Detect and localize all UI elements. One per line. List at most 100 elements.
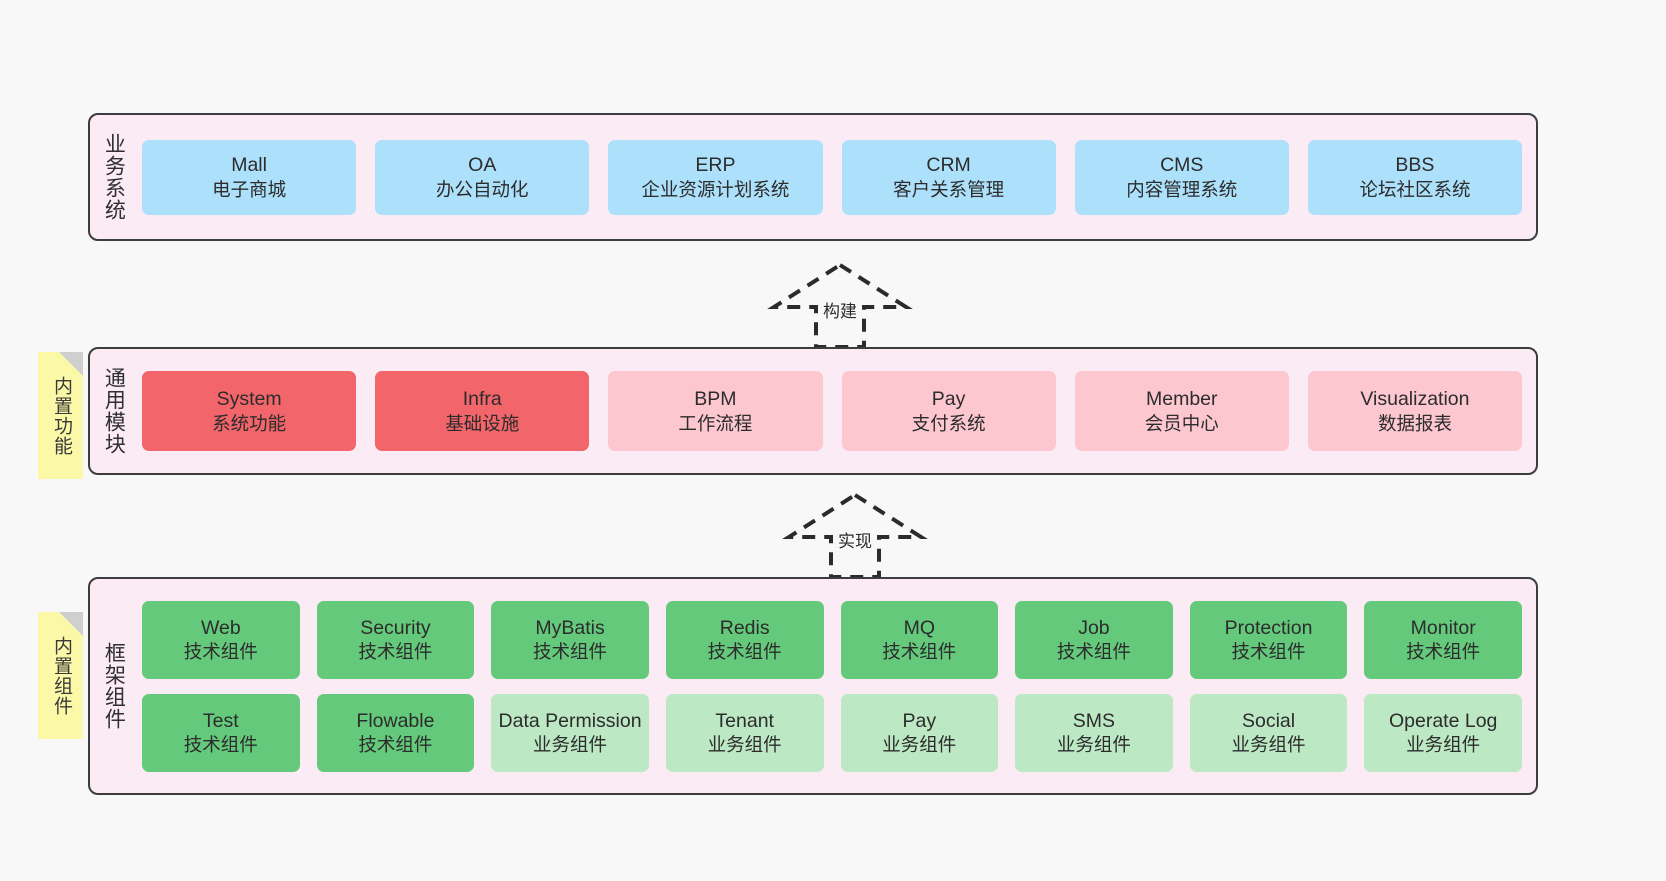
card-social[interactable]: Social 业务组件 bbox=[1189, 693, 1348, 772]
card-title-cn: 工作流程 bbox=[678, 412, 753, 434]
relation-implement: 实现 bbox=[775, 489, 935, 581]
card-title-en: Pay bbox=[931, 388, 966, 411]
card-title-en: Visualization bbox=[1360, 388, 1470, 411]
card-mall[interactable]: Mall 电子商城 bbox=[142, 139, 357, 215]
sticky-note-builtin-components: 内置组件 bbox=[38, 612, 83, 739]
card-mq[interactable]: MQ 技术组件 bbox=[840, 600, 999, 679]
sticky-note-label: 内置功能 bbox=[50, 375, 72, 456]
relation-label-implement: 实现 bbox=[838, 532, 872, 551]
card-sms[interactable]: SMS 业务组件 bbox=[1015, 693, 1173, 772]
card-title-en: Mall bbox=[231, 154, 267, 177]
card-title-en: Redis bbox=[719, 616, 770, 639]
card-title-en: MyBatis bbox=[535, 616, 605, 639]
card-title-cn: 技术组件 bbox=[1231, 641, 1306, 663]
card-tenant[interactable]: Tenant 业务组件 bbox=[665, 693, 824, 772]
card-security[interactable]: Security 技术组件 bbox=[316, 600, 475, 679]
card-visualization[interactable]: Visualization 数据报表 bbox=[1307, 371, 1523, 451]
card-title-en: Job bbox=[1078, 616, 1110, 639]
card-title-en: BBS bbox=[1395, 154, 1435, 177]
card-operate-log[interactable]: Operate Log 业务组件 bbox=[1364, 693, 1522, 772]
card-bpm[interactable]: BPM 工作流程 bbox=[608, 371, 823, 451]
card-title-cn: 电子商城 bbox=[212, 178, 287, 200]
card-mybatis[interactable]: MyBatis 技术组件 bbox=[491, 600, 649, 679]
card-pay-component[interactable]: Pay 业务组件 bbox=[840, 693, 999, 772]
relation-label-build: 构建 bbox=[823, 302, 857, 321]
card-title-en: CMS bbox=[1160, 154, 1204, 177]
card-title-en: Test bbox=[202, 709, 239, 732]
card-crm[interactable]: CRM 客户关系管理 bbox=[841, 139, 1056, 215]
card-title-en: Tenant bbox=[715, 709, 774, 732]
card-title-en: Operate Log bbox=[1388, 709, 1498, 732]
card-monitor[interactable]: Monitor 技术组件 bbox=[1364, 600, 1522, 679]
sticky-note-builtin-functions: 内置功能 bbox=[38, 352, 83, 479]
card-title-cn: 技术组件 bbox=[358, 641, 433, 663]
card-data-permission[interactable]: Data Permission 业务组件 bbox=[491, 693, 649, 772]
card-test[interactable]: Test 技术组件 bbox=[142, 693, 300, 772]
card-infra[interactable]: Infra 基础设施 bbox=[375, 371, 590, 451]
card-flowable[interactable]: Flowable 技术组件 bbox=[316, 693, 475, 772]
card-title-en: CRM bbox=[926, 154, 971, 177]
card-title-en: Web bbox=[200, 616, 241, 639]
card-title-cn: 支付系统 bbox=[911, 412, 986, 434]
card-title-en: Data Permission bbox=[498, 709, 642, 732]
card-title-cn: 技术组件 bbox=[707, 641, 782, 663]
component-row-technical: Web 技术组件 Security 技术组件 MyBatis 技术组件 Redi… bbox=[142, 600, 1522, 679]
layer-body-framework: Web 技术组件 Security 技术组件 MyBatis 技术组件 Redi… bbox=[136, 579, 1536, 793]
layer-common-modules: 通用模块 System 系统功能 Infra 基础设施 BPM 工作流程 Pay… bbox=[88, 347, 1538, 475]
card-title-cn: 业务组件 bbox=[1056, 734, 1131, 756]
card-title-en: ERP bbox=[695, 154, 736, 177]
card-title-cn: 客户关系管理 bbox=[893, 178, 1005, 200]
card-title-cn: 技术组件 bbox=[1056, 641, 1131, 663]
layer-business-systems: 业务系统 Mall 电子商城 OA 办公自动化 ERP 企业资源计划系统 CRM… bbox=[88, 113, 1538, 241]
component-row-business: Test 技术组件 Flowable 技术组件 Data Permission … bbox=[142, 693, 1522, 772]
layer-body-business: Mall 电子商城 OA 办公自动化 ERP 企业资源计划系统 CRM 客户关系… bbox=[136, 115, 1536, 239]
card-title-cn: 技术组件 bbox=[882, 641, 957, 663]
card-member[interactable]: Member 会员中心 bbox=[1074, 371, 1289, 451]
card-cms[interactable]: CMS 内容管理系统 bbox=[1074, 139, 1289, 215]
card-web[interactable]: Web 技术组件 bbox=[142, 600, 300, 679]
card-title-en: Pay bbox=[902, 709, 937, 732]
card-title-cn: 业务组件 bbox=[707, 734, 782, 756]
layer-title-modules: 通用模块 bbox=[102, 367, 126, 455]
card-title-en: Member bbox=[1146, 388, 1218, 411]
card-system[interactable]: System 系统功能 bbox=[142, 371, 357, 451]
card-title-cn: 基础设施 bbox=[445, 412, 520, 434]
card-title-en: System bbox=[216, 388, 282, 411]
card-title-cn: 技术组件 bbox=[183, 734, 258, 756]
card-title-en: OA bbox=[468, 154, 497, 177]
card-title-cn: 企业资源计划系统 bbox=[641, 178, 790, 200]
card-erp[interactable]: ERP 企业资源计划系统 bbox=[608, 139, 823, 215]
card-title-cn: 业务组件 bbox=[533, 734, 608, 756]
card-title-en: Infra bbox=[462, 388, 502, 411]
relation-build: 构建 bbox=[760, 259, 920, 351]
card-title-cn: 技术组件 bbox=[1406, 641, 1481, 663]
card-title-en: Flowable bbox=[356, 709, 435, 732]
card-bbs[interactable]: BBS 论坛社区系统 bbox=[1307, 139, 1523, 215]
layer-title-business: 业务系统 bbox=[102, 133, 126, 221]
card-title-en: Social bbox=[1242, 709, 1296, 732]
card-title-cn: 论坛社区系统 bbox=[1359, 178, 1471, 200]
card-oa[interactable]: OA 办公自动化 bbox=[375, 139, 590, 215]
card-title-cn: 内容管理系统 bbox=[1126, 178, 1238, 200]
card-title-cn: 技术组件 bbox=[183, 641, 258, 663]
card-title-en: SMS bbox=[1072, 709, 1116, 732]
card-title-cn: 业务组件 bbox=[1406, 734, 1481, 756]
card-protection[interactable]: Protection 技术组件 bbox=[1189, 600, 1348, 679]
card-pay[interactable]: Pay 支付系统 bbox=[841, 371, 1056, 451]
card-title-en: Protection bbox=[1224, 616, 1313, 639]
layer-body-modules: System 系统功能 Infra 基础设施 BPM 工作流程 Pay 支付系统… bbox=[136, 349, 1536, 473]
card-title-en: Monitor bbox=[1410, 616, 1476, 639]
card-title-cn: 技术组件 bbox=[358, 734, 433, 756]
card-job[interactable]: Job 技术组件 bbox=[1015, 600, 1173, 679]
card-title-en: MQ bbox=[903, 616, 936, 639]
card-title-en: BPM bbox=[694, 388, 737, 411]
card-title-cn: 业务组件 bbox=[1231, 734, 1306, 756]
card-title-cn: 会员中心 bbox=[1144, 412, 1219, 434]
card-title-cn: 业务组件 bbox=[882, 734, 957, 756]
card-title-cn: 系统功能 bbox=[212, 412, 287, 434]
layer-title-framework: 框架组件 bbox=[102, 642, 126, 730]
card-title-cn: 办公自动化 bbox=[436, 178, 529, 200]
card-redis[interactable]: Redis 技术组件 bbox=[665, 600, 824, 679]
sticky-note-label: 内置组件 bbox=[50, 635, 72, 716]
